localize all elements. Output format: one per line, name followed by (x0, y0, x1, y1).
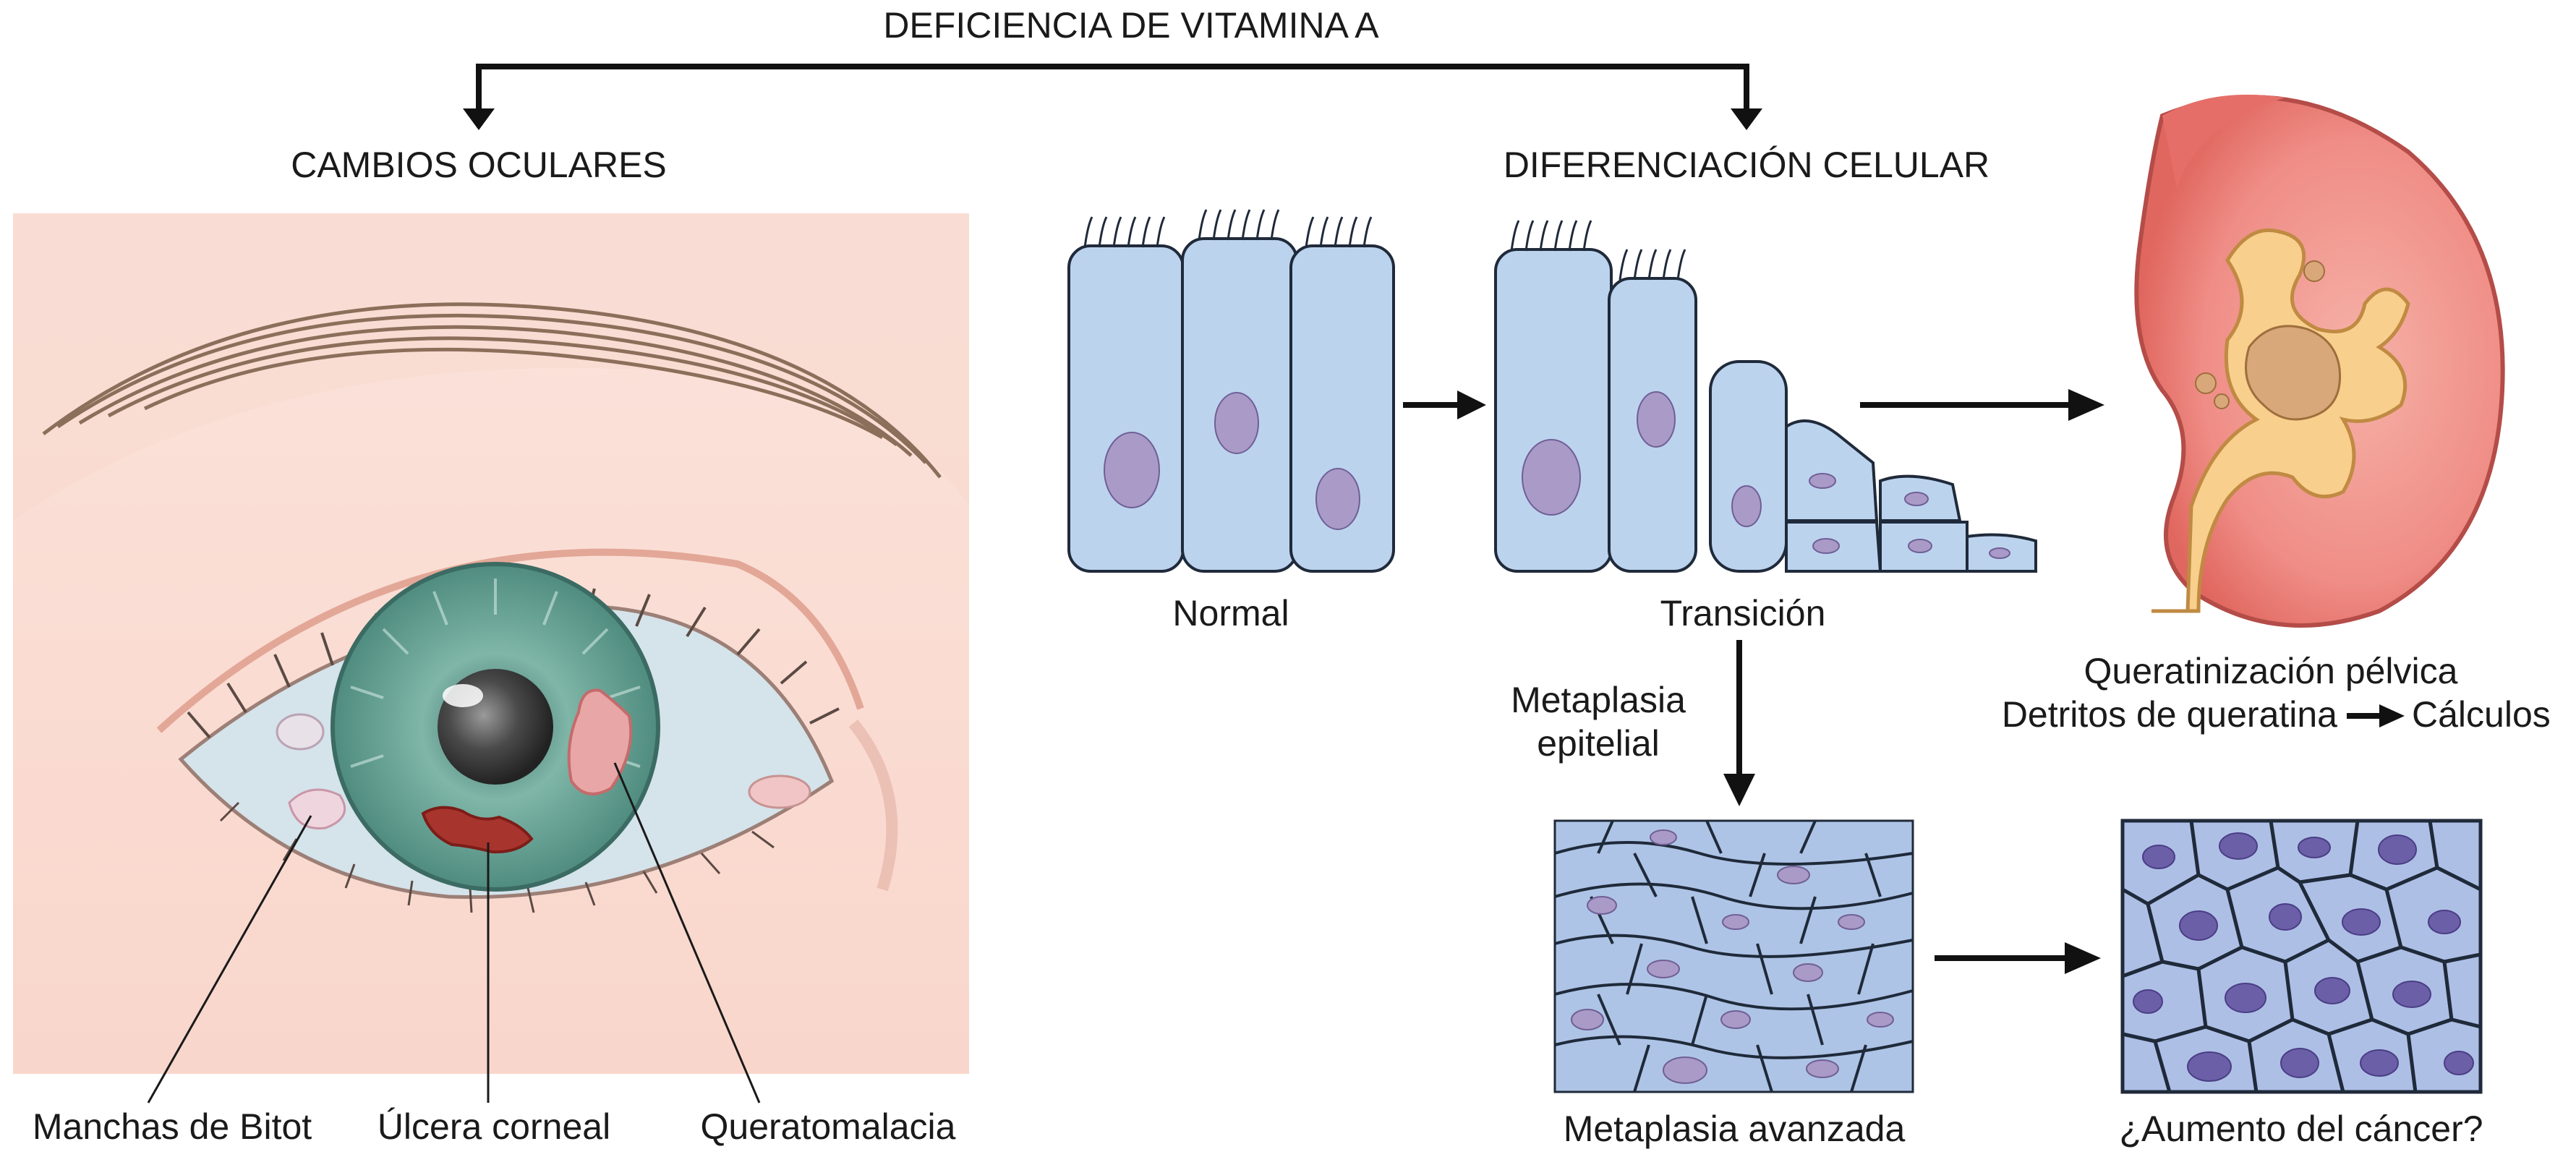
calculi-label: Cálculos (2412, 694, 2551, 735)
bitot-spot-lower (288, 788, 346, 830)
pelvic-keratinization-label: Queratinización pélvica (2084, 651, 2458, 691)
keratomalacia-patch (567, 688, 633, 795)
main-title: DEFICIENCIA DE VITAMINA A (883, 5, 1379, 46)
renal-pelvis (2151, 228, 2410, 613)
epithelial-metaplasia-label-1: Metaplasia (1511, 680, 1686, 720)
cancer-tissue (2120, 819, 2483, 1094)
corneal-ulcer-label: Úlcera corneal (378, 1106, 610, 1147)
eyebrow (42, 302, 942, 479)
eye-changes-heading: CAMBIOS OCULARES (291, 145, 667, 185)
keratin-debris (2245, 325, 2342, 421)
transition-epithelium (1494, 220, 2037, 573)
epithelial-metaplasia-label-2: epitelial (1537, 723, 1660, 764)
advanced-metaplasia-tissue (1553, 819, 1914, 1093)
bitot-leader (147, 815, 312, 1103)
transition-label: Transición (1660, 593, 1826, 633)
kidney-illustration (2134, 94, 2505, 628)
normal-epithelium (1067, 209, 1395, 573)
bitot-spots-label: Manchas de Bitot (33, 1106, 312, 1147)
cancer-increase-label: ¿Aumento del cáncer? (2119, 1109, 2483, 1149)
kerato-leader (613, 762, 761, 1103)
keratin-debris-label: Detritos de queratina (2002, 694, 2337, 735)
right-branch-arrowhead (1731, 108, 1762, 130)
advanced-metaplasia-label: Metaplasia avanzada (1564, 1109, 1906, 1149)
branch-connector (476, 64, 1749, 116)
corneal-ulcer (421, 806, 534, 854)
left-branch-arrowhead (463, 108, 495, 130)
normal-label: Normal (1172, 593, 1289, 633)
cell-differentiation-heading: DIFERENCIACIÓN CELULAR (1504, 145, 1989, 185)
keratomalacia-label: Queratomalacia (701, 1106, 956, 1147)
bitot-spot-upper (276, 713, 325, 751)
eye-illustration (13, 213, 969, 1074)
